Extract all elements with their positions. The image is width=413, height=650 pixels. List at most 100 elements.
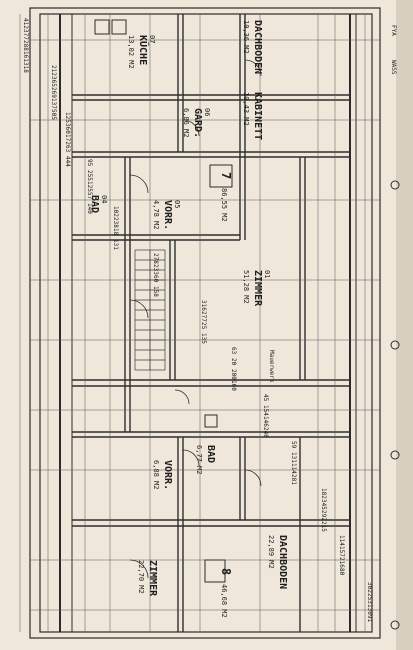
room-name-8: VORR. xyxy=(162,460,173,490)
room-code-1: 06 xyxy=(203,108,211,116)
room-area-10: 22,70 M2 xyxy=(137,560,145,594)
dimension-44: 158 xyxy=(152,286,159,297)
room-code-0: 07 xyxy=(148,35,156,43)
dimension-31: 60 xyxy=(152,275,159,283)
room-name-7: BAD xyxy=(205,445,216,463)
room-area-9: 22,89 M2 xyxy=(267,535,275,569)
dimension-14: 365 xyxy=(50,76,57,87)
dimension-0: 412 xyxy=(22,18,29,29)
dimension-18: 233 xyxy=(152,264,159,275)
dimension-16: 255 xyxy=(86,170,93,181)
dimension-15: 360 xyxy=(64,123,71,134)
staircase xyxy=(134,249,166,371)
dimension-3: 95 xyxy=(86,159,93,167)
dimension-43: 131 xyxy=(112,239,119,250)
room-area-0: 13,02 M2 xyxy=(127,35,135,69)
dimension-45: 135 xyxy=(200,333,207,344)
dimension-10: 182 xyxy=(320,488,327,499)
dimension-53: 505 xyxy=(50,109,57,120)
dimension-54: 444 xyxy=(64,156,71,167)
room-name-3: KABINETT xyxy=(252,92,263,140)
room-code-5: 04 xyxy=(100,195,108,203)
room-name-5: BAD xyxy=(89,195,100,213)
room-name-4: VORR. xyxy=(162,200,173,230)
room-name-10: ZIMMER xyxy=(147,560,158,597)
apartment-number-0: 7 xyxy=(219,172,233,179)
dimension-19: 277 xyxy=(200,311,207,322)
room-area-1: 6,86 M2 xyxy=(182,108,190,138)
annotation-2: Mauerwerk xyxy=(268,350,275,383)
room-name-9: DACHBODEN xyxy=(277,535,288,589)
paper-edge-shadow xyxy=(396,0,413,650)
dimension-48: 281 xyxy=(290,474,297,485)
dimension-40: 137 xyxy=(50,98,57,109)
room-name-1: GARD. xyxy=(192,108,203,138)
doors xyxy=(129,59,262,579)
dimension-49: 215 xyxy=(320,521,327,532)
room-area-3: 10,43 M2 xyxy=(242,92,250,126)
dimension-33: 200 xyxy=(230,369,237,380)
annotation-1: FYA xyxy=(390,25,397,36)
dimension-50: 80 xyxy=(338,568,345,576)
dimension-41: 63 xyxy=(64,145,71,153)
dimension-47: 240 xyxy=(262,427,269,438)
dimension-13: 377 xyxy=(22,29,29,40)
dimension-28: 172 xyxy=(64,134,71,145)
dimension-42: 57 xyxy=(86,192,93,200)
dimension-24: 157 xyxy=(338,546,345,557)
wall-circles xyxy=(390,180,400,630)
annotation-0: WASS xyxy=(390,60,397,75)
room-name-6: ZIMMER xyxy=(252,270,263,307)
dimension-26: 288 xyxy=(22,40,29,51)
dimension-5: 278 xyxy=(152,253,159,264)
room-area-8: 6,88 M2 xyxy=(152,460,160,490)
dimension-1: 212 xyxy=(50,65,57,76)
room-name-2: DACHBODEN xyxy=(252,20,263,74)
room-area-7: 6,77 M2 xyxy=(195,445,203,475)
room-area-2: 10,36 M2 xyxy=(242,20,250,54)
dimension-27: 269 xyxy=(50,87,57,98)
dimension-17: 238 xyxy=(112,217,119,228)
dimension-4: 102 xyxy=(112,206,119,217)
dimension-23: 345 xyxy=(320,499,327,510)
shafts xyxy=(94,19,233,583)
dimension-36: 292 xyxy=(320,510,327,521)
dimension-12: 302 xyxy=(366,582,373,593)
outer-walls xyxy=(29,7,381,639)
dimension-8: 45 xyxy=(262,394,269,402)
dimension-9: 59 xyxy=(290,441,297,449)
dimension-6: 316 xyxy=(200,300,207,311)
dimension-32: 25 xyxy=(200,322,207,330)
dimension-30: 18 xyxy=(112,228,119,236)
dimension-11: 114 xyxy=(338,535,345,546)
room-code-6: 01 xyxy=(263,270,271,278)
dimension-2: 125 xyxy=(64,112,71,123)
dimension-52: 318 xyxy=(22,62,29,73)
interior-walls xyxy=(72,14,350,632)
dimension-35: 114 xyxy=(290,463,297,474)
room-code-4: 05 xyxy=(173,200,181,208)
dimension-51: 91 xyxy=(366,615,373,623)
dimension-46: 160 xyxy=(230,380,237,391)
apartment-area-0: 86,55 M2 xyxy=(220,188,228,222)
room-name-0: KÜCHE xyxy=(137,35,151,65)
apartment-number-1: 8 xyxy=(219,568,233,575)
dimension-29: 125 xyxy=(86,181,93,192)
room-area-4: 4,78 M2 xyxy=(152,200,160,230)
dimension-22: 131 xyxy=(290,452,297,463)
dimension-25: 253 xyxy=(366,593,373,604)
apartment-area-1: 46,68 M2 xyxy=(220,584,228,618)
room-area-6: 51,28 M2 xyxy=(242,270,250,304)
dimension-21: 154 xyxy=(262,405,269,416)
dimension-39: 161 xyxy=(22,51,29,62)
dimension-7: 63 xyxy=(230,347,237,355)
dimension-34: 146 xyxy=(262,416,269,427)
dimension-55: 140 xyxy=(86,203,93,214)
dimension-37: 216 xyxy=(338,557,345,568)
dimension-20: 20 xyxy=(230,358,237,366)
dimension-38: 130 xyxy=(366,604,373,615)
